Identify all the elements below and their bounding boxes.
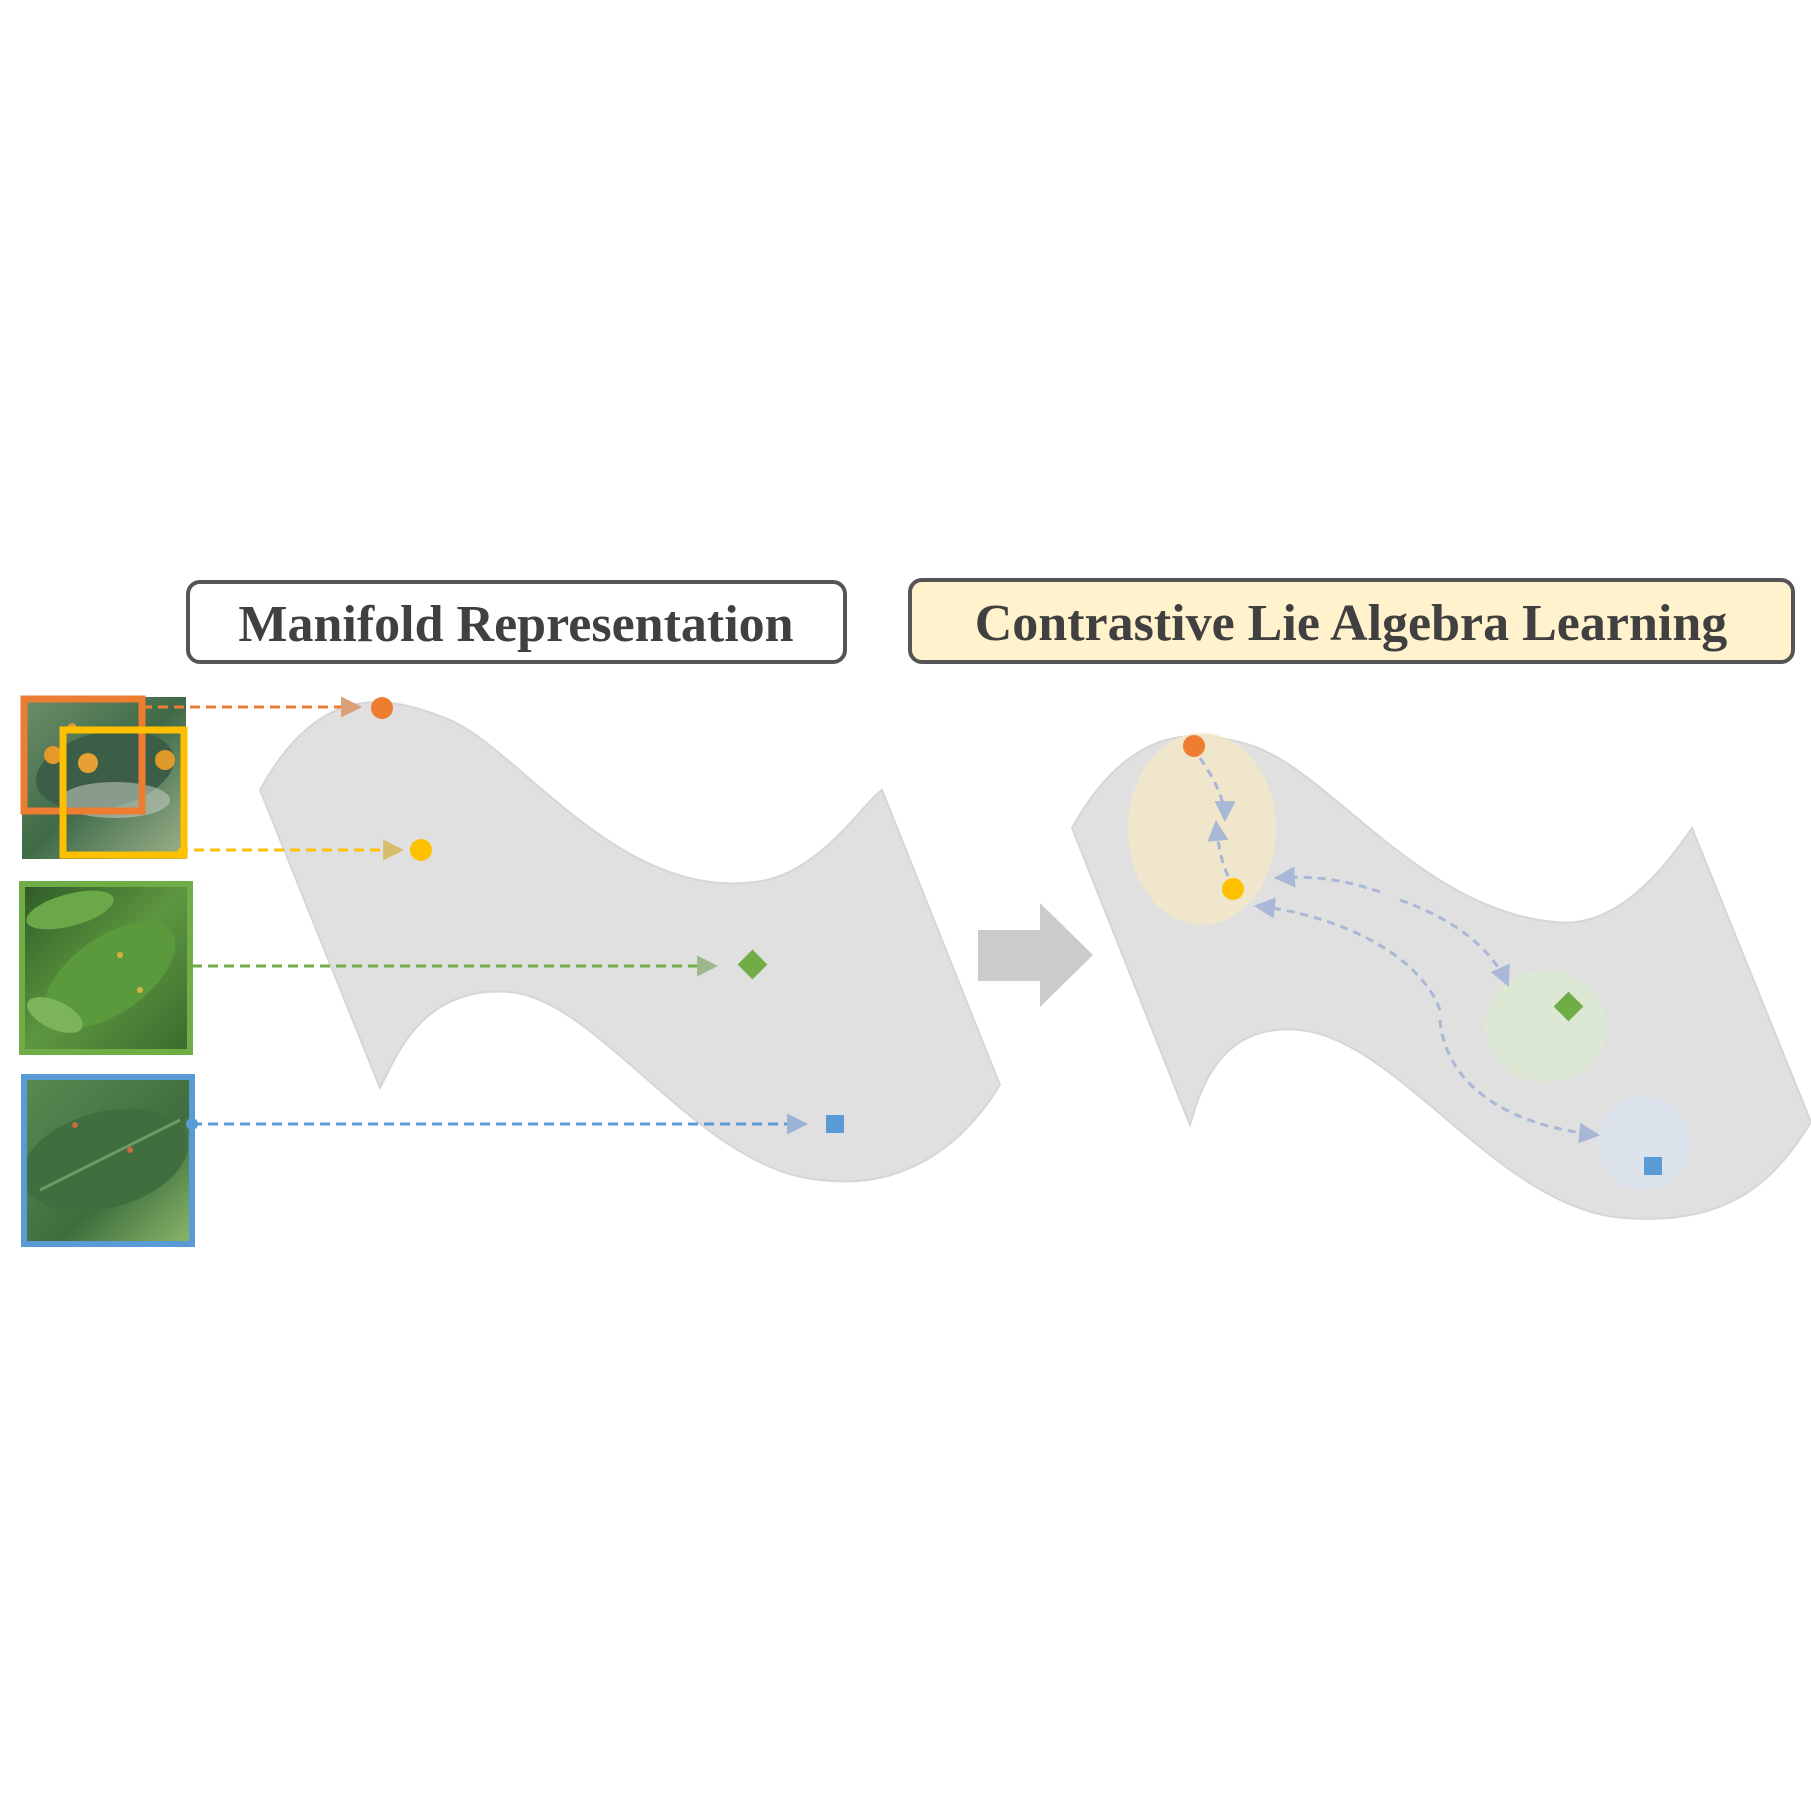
title-right: Contrastive Lie Algebra Learning bbox=[975, 595, 1728, 652]
right-blue-square bbox=[1644, 1157, 1662, 1175]
flow-to-blue bbox=[1438, 1019, 1601, 1144]
orange-crop-box bbox=[20, 695, 146, 815]
left-manifold-surface bbox=[258, 701, 1002, 1183]
green-image-frame bbox=[19, 881, 193, 1055]
title-left: Manifold Representation bbox=[238, 596, 793, 653]
transition-arrow-icon bbox=[978, 903, 1093, 1007]
cluster-orange-yellow bbox=[1128, 733, 1276, 925]
yellow-crop-box bbox=[59, 726, 188, 859]
cluster-green bbox=[1485, 970, 1607, 1082]
right-yellow-point bbox=[1222, 878, 1244, 900]
leaf-image-green bbox=[22, 884, 190, 1052]
leaf-image-rust bbox=[22, 697, 186, 859]
flow-to-yellow-lower bbox=[1253, 897, 1442, 1011]
left-blue-square bbox=[826, 1115, 844, 1133]
right-orange-point bbox=[1183, 735, 1205, 757]
blue-image-frame bbox=[21, 1074, 195, 1247]
cluster-blue bbox=[1597, 1096, 1691, 1190]
flow-to-green bbox=[1399, 898, 1510, 987]
flow-orange-to-yellow bbox=[1198, 757, 1236, 823]
right-green-diamond bbox=[1553, 991, 1584, 1022]
left-yellow-point bbox=[410, 839, 432, 861]
title-left-box: Manifold Representation bbox=[186, 580, 847, 664]
title-right-box: Contrastive Lie Algebra Learning bbox=[908, 578, 1795, 664]
left-green-diamond bbox=[737, 949, 768, 980]
left-orange-point bbox=[371, 697, 393, 719]
leaf-image-blue bbox=[21, 1077, 192, 1244]
flow-yellow-to-orange bbox=[1207, 819, 1230, 877]
